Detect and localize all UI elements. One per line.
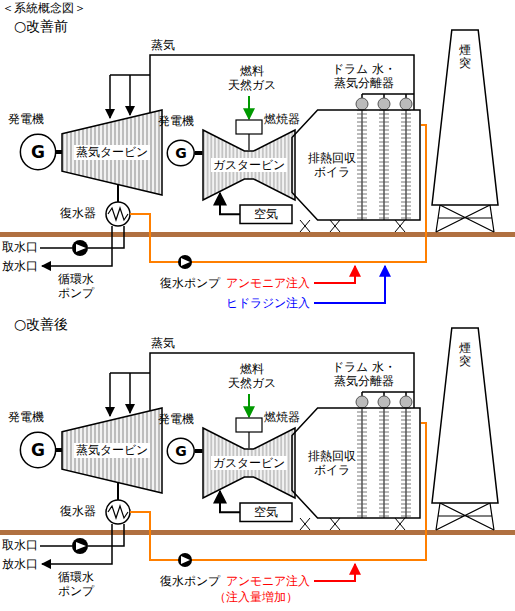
node-label: G bbox=[175, 145, 187, 162]
text-label: 取水口 bbox=[2, 538, 38, 552]
generator-circle-shape bbox=[20, 134, 55, 169]
text-label: 復水器 bbox=[60, 504, 96, 518]
node-label: 空気 bbox=[254, 207, 278, 221]
node-label: ガスタービン bbox=[211, 456, 287, 470]
node-label: 煙突 bbox=[459, 44, 471, 70]
heat-recovery-boiler-shape bbox=[292, 110, 420, 220]
hydrazine-arrow bbox=[314, 266, 385, 303]
diagram-title: ＜系統概念図＞ bbox=[2, 1, 86, 15]
node-label: G bbox=[31, 142, 45, 162]
generator-circle-shape bbox=[168, 140, 195, 165]
generator-circle-shape bbox=[20, 432, 55, 467]
edge-label: 蒸気 bbox=[150, 336, 176, 350]
heat-recovery-boiler-outline bbox=[292, 110, 420, 220]
node-label: 煙突 bbox=[459, 342, 471, 368]
gas-turbine-shape bbox=[203, 130, 295, 200]
text-label: ヒドラジン注入 bbox=[226, 296, 310, 310]
edge-label: 蒸気 bbox=[150, 38, 176, 52]
text-label: 循環水 ポンプ bbox=[54, 570, 98, 599]
text-label: 取水口 bbox=[2, 240, 38, 254]
shaft-line bbox=[56, 448, 62, 452]
text-label: 発電機 bbox=[158, 114, 194, 128]
text-label: ○改善後 bbox=[14, 316, 68, 333]
stack-shape bbox=[432, 30, 498, 205]
text-label: 復水ポンプ bbox=[160, 574, 220, 588]
shaft-line bbox=[195, 151, 203, 155]
text-label: 放水口 bbox=[2, 259, 38, 273]
shaft-line bbox=[195, 449, 203, 453]
stack: 煙突 bbox=[432, 30, 498, 205]
text-label: （注入量増加） bbox=[214, 590, 298, 604]
text-label: 循環水 ポンプ bbox=[54, 272, 98, 301]
text-label: ○改善前 bbox=[14, 18, 68, 35]
node-label: 蒸気タービン bbox=[74, 145, 150, 159]
text-label: 燃料 天然ガス bbox=[222, 64, 282, 93]
text-label: 燃料 天然ガス bbox=[222, 362, 282, 391]
gas-turbine: ガスタービン bbox=[203, 130, 295, 200]
text-label: ドラム 水・蒸気分離器 bbox=[318, 360, 410, 389]
generator-circle: G bbox=[20, 432, 56, 468]
gas-turbine: ガスタービン bbox=[203, 428, 295, 498]
steam-turbine-shape bbox=[62, 408, 162, 493]
node-label: 排熱回収 ボイラ bbox=[306, 151, 358, 180]
text-label: 放水口 bbox=[2, 557, 38, 571]
stack-shape bbox=[432, 328, 498, 503]
text-label: アンモニア注入 bbox=[226, 276, 310, 290]
text-label: 発電機 bbox=[158, 412, 194, 426]
heat-recovery-boiler-shape bbox=[292, 408, 420, 518]
generator-circle: G bbox=[20, 134, 56, 170]
text-label: 燃焼器 bbox=[264, 112, 300, 126]
node-label: 排熱回収 ボイラ bbox=[306, 449, 358, 478]
air-inlet-box: 空気 bbox=[240, 503, 292, 521]
stack: 煙突 bbox=[432, 328, 498, 503]
air-arrow bbox=[220, 193, 240, 214]
text-label: 発電機 bbox=[8, 410, 44, 424]
steam-turbine: 蒸気タービン bbox=[62, 408, 162, 493]
heat-recovery-boiler: 排熱回収 ボイラ bbox=[292, 110, 420, 220]
text-label: アンモニア注入 bbox=[226, 574, 310, 588]
shaft-line bbox=[56, 150, 62, 154]
node-label: G bbox=[175, 443, 187, 460]
generator-circle: G bbox=[167, 438, 195, 464]
node-label: ガスタービン bbox=[211, 158, 287, 172]
heat-recovery-boiler-outline bbox=[292, 408, 420, 518]
generator-circle-shape bbox=[168, 438, 195, 463]
gas-turbine-shape bbox=[203, 428, 295, 498]
steam-line bbox=[150, 55, 414, 113]
air-inlet-box: 空気 bbox=[240, 205, 292, 223]
text-label: 復水器 bbox=[60, 206, 96, 220]
steam-turbine: 蒸気タービン bbox=[62, 110, 162, 195]
text-label: 燃焼器 bbox=[264, 410, 300, 424]
heat-recovery-boiler: 排熱回収 ボイラ bbox=[292, 408, 420, 518]
node-label: G bbox=[31, 440, 45, 460]
text-label: 発電機 bbox=[8, 112, 44, 126]
node-label: 空気 bbox=[254, 505, 278, 519]
steam-line bbox=[150, 353, 414, 411]
air-inlet-box-shape bbox=[240, 503, 292, 521]
text-label: 復水ポンプ bbox=[160, 276, 220, 290]
text-label: ドラム 水・蒸気分離器 bbox=[318, 62, 410, 91]
air-arrow bbox=[220, 491, 240, 512]
generator-circle: G bbox=[167, 140, 195, 166]
air-inlet-box-shape bbox=[240, 205, 292, 223]
steam-turbine-shape bbox=[62, 110, 162, 195]
node-label: 蒸気タービン bbox=[74, 443, 150, 457]
